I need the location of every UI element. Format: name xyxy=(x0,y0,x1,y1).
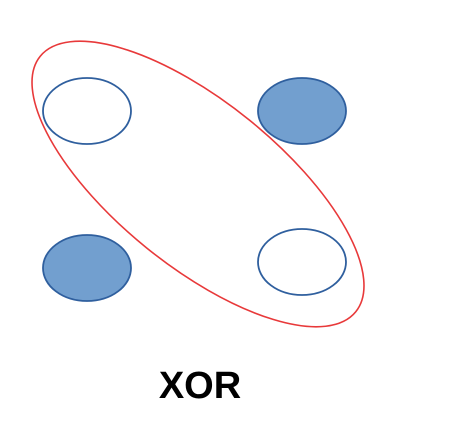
diagram-caption: XOR xyxy=(158,365,242,407)
point-bottom-right xyxy=(257,228,347,296)
diagonal-enclosure-ellipse xyxy=(31,40,365,328)
point-bottom-left xyxy=(42,234,132,302)
point-top-right xyxy=(257,77,347,145)
point-top-left xyxy=(42,77,132,145)
